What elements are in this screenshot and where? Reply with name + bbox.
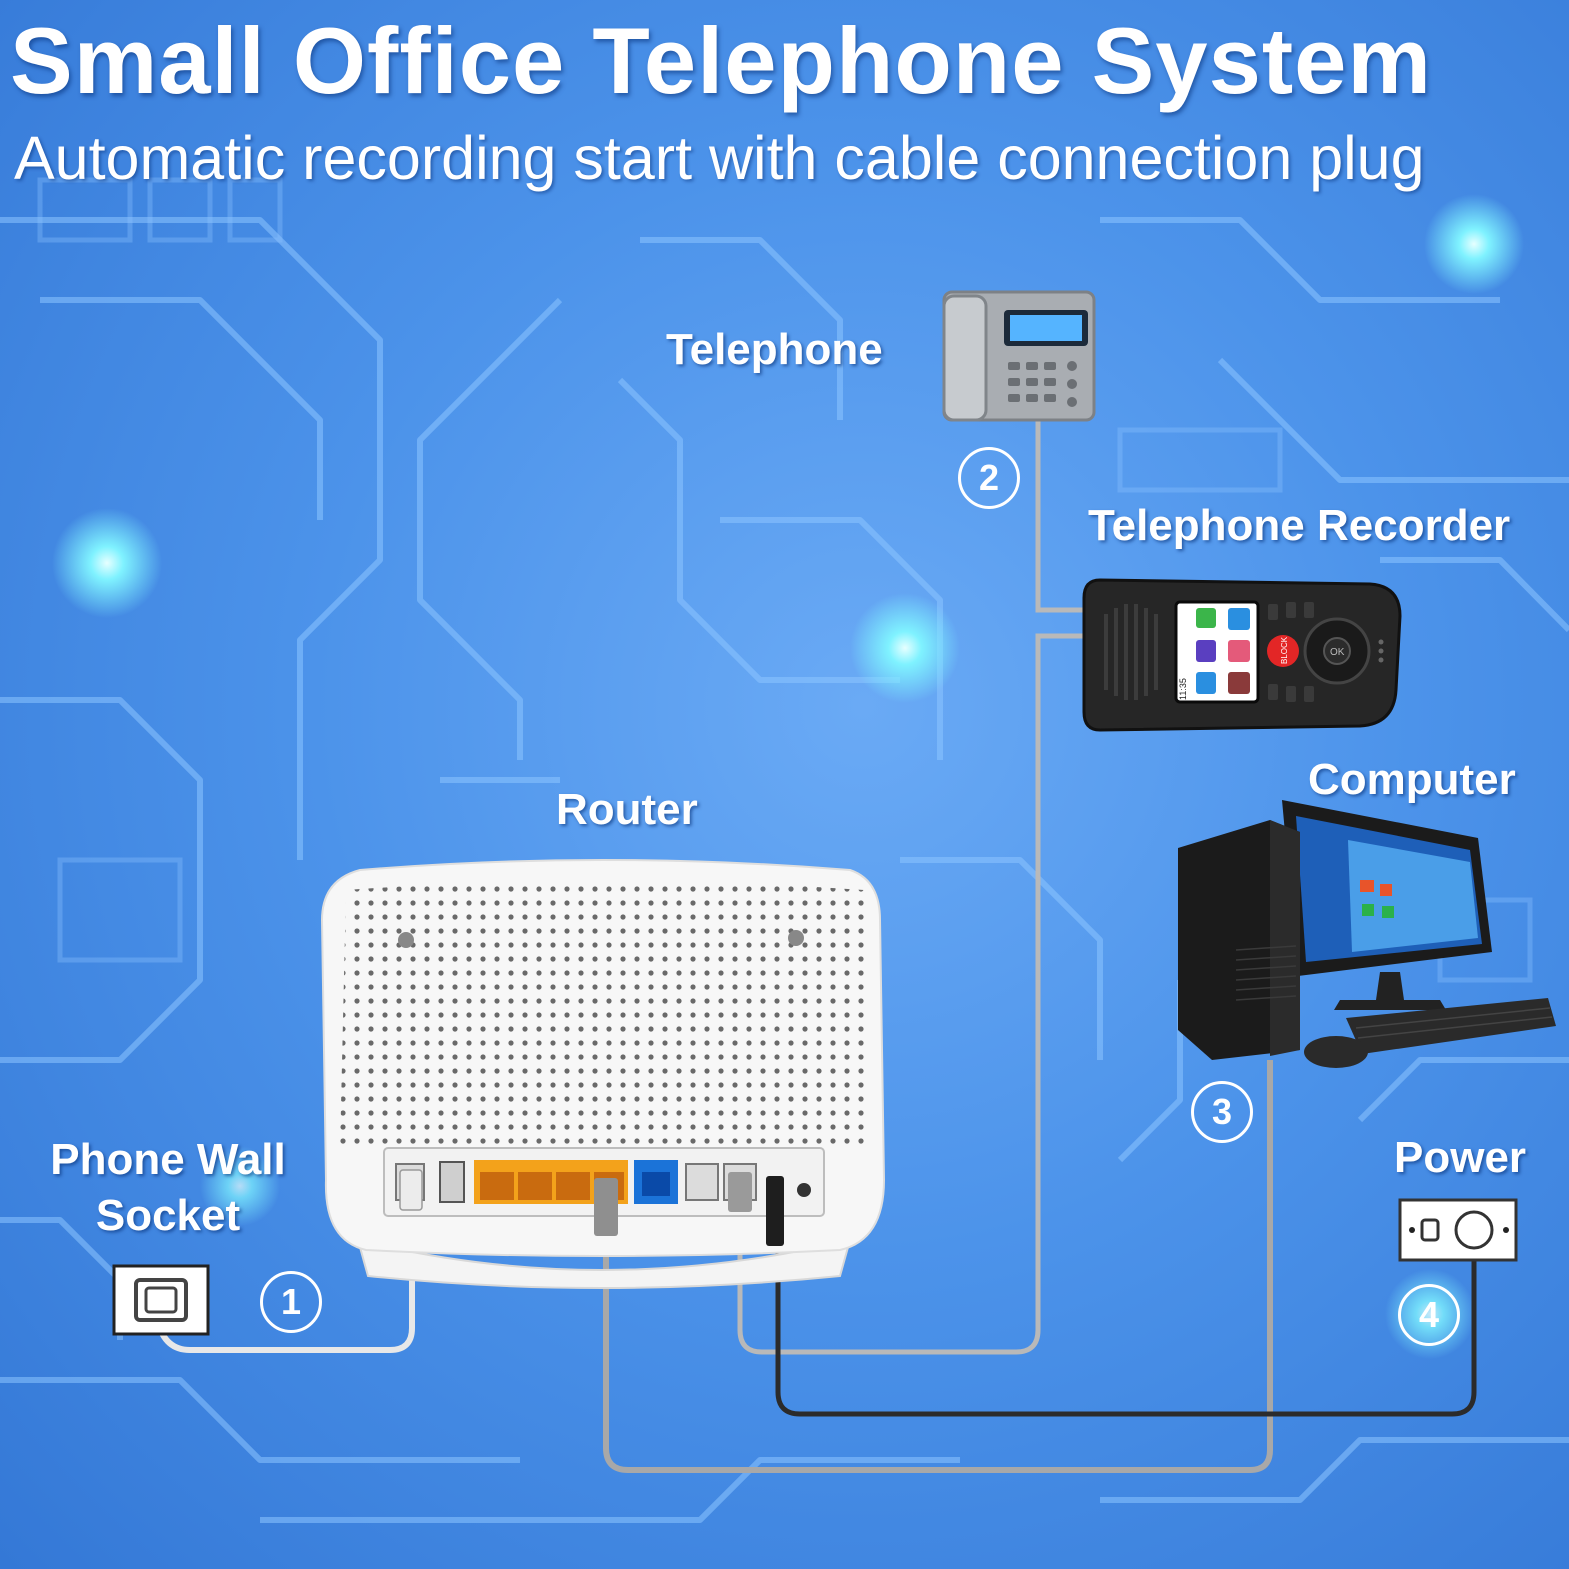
wall-socket-label: Phone Wall Socket [50, 1135, 286, 1240]
cable-phone-to-recorder [1035, 420, 1084, 613]
step-1-badge: 1 [260, 1271, 322, 1333]
router-label: Router [556, 785, 698, 834]
recorder-ok-text: OK [1330, 647, 1345, 658]
recorder-time-text: 11:35 [1178, 678, 1188, 700]
cable-recorder-to-router [737, 633, 1084, 1355]
computer-label: Computer [1308, 755, 1516, 804]
step-2-badge: 2 [958, 447, 1020, 509]
page-title: Small Office Telephone System [10, 8, 1433, 113]
cable-power-to-router [775, 1180, 1477, 1417]
power-label: Power [1394, 1133, 1527, 1182]
page-subtitle: Automatic recording start with cable con… [14, 124, 1425, 192]
step-3-badge: 3 [1191, 1081, 1253, 1143]
telephone-label: Telephone [666, 325, 883, 374]
recorder-label: Telephone Recorder [1088, 501, 1511, 550]
recorder-block-text: BLOCK [1280, 636, 1289, 664]
cable-wall-to-router [155, 1200, 415, 1353]
cable-computer-to-router [603, 1060, 1273, 1473]
step-4-badge: 4 [1398, 1284, 1460, 1346]
